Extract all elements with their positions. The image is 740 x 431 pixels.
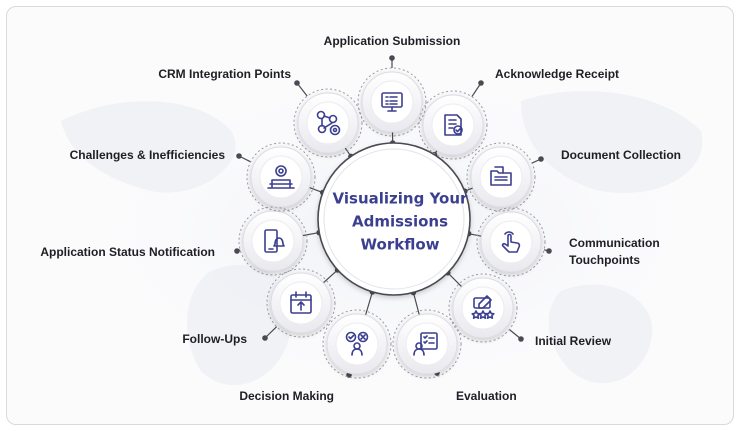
node-dashed-ring — [466, 142, 536, 212]
label-dot — [236, 153, 242, 159]
process-node — [322, 309, 392, 379]
monitor-checklist-icon — [381, 92, 403, 112]
presentation-checklist-icon — [413, 332, 438, 356]
node-label: Document Collection — [561, 148, 682, 162]
label-dot — [518, 336, 524, 342]
hub-connector — [322, 269, 339, 284]
node-label: Challenges & Inefficiencies — [69, 148, 225, 162]
node-label: Communication Touchpoints — [569, 236, 660, 267]
process-node — [266, 268, 336, 338]
node-dashed-ring — [238, 206, 308, 276]
node-dashed-ring — [357, 67, 427, 137]
node-label: Application Status Notification — [40, 245, 215, 259]
node-inner-disc — [335, 322, 379, 366]
phone-bell-icon — [264, 229, 285, 253]
document-check-icon — [444, 114, 463, 136]
touch-tap-icon — [501, 231, 521, 253]
hub-connector — [412, 292, 420, 316]
process-node — [293, 88, 363, 158]
file-folder-icon — [490, 166, 512, 186]
label-dot — [546, 248, 552, 254]
label-dot — [234, 248, 240, 254]
process-node — [476, 207, 546, 277]
node-inner-disc — [306, 101, 350, 145]
node-label: Follow-Ups — [182, 332, 247, 346]
map-shapes — [61, 91, 703, 386]
process-node — [466, 142, 536, 212]
diagram-canvas — [61, 55, 726, 401]
rating-stars-icon — [471, 295, 495, 319]
node-label: Decision Making — [239, 389, 334, 403]
calendar-upload-icon — [290, 291, 312, 314]
label-dot — [294, 80, 300, 86]
node-label: CRM Integration Points — [158, 67, 291, 81]
node-inner-disc — [405, 322, 449, 366]
node-dashed-ring — [246, 142, 316, 212]
label-dot — [389, 55, 395, 61]
process-node — [246, 142, 316, 212]
node-dashed-ring — [476, 207, 546, 277]
process-node — [357, 67, 427, 137]
node-dashed-ring — [448, 273, 518, 343]
target-stack-icon — [267, 165, 295, 189]
diagram-title: Visualizing Your Admissions Workflow — [332, 189, 468, 254]
process-node — [448, 273, 518, 343]
center-hub-inner — [323, 148, 465, 290]
hub-connector — [364, 291, 374, 316]
node-inner-disc — [259, 155, 303, 199]
node-label: Evaluation — [456, 389, 517, 403]
process-node — [392, 309, 462, 379]
node-inner-disc — [431, 103, 475, 147]
node-dashed-ring — [392, 309, 462, 379]
label-dot — [262, 335, 268, 341]
process-nodes — [238, 67, 546, 379]
decision-person-icon — [345, 331, 369, 356]
node-dashed-ring — [418, 90, 488, 160]
network-gear-icon — [316, 110, 341, 136]
hub-connector — [302, 232, 320, 237]
process-node — [238, 206, 308, 276]
node-inner-disc — [251, 219, 295, 263]
label-dot — [478, 80, 484, 86]
node-dashed-ring — [266, 268, 336, 338]
node-label: Initial Review — [535, 334, 612, 348]
node-inner-disc — [370, 80, 414, 124]
node-dashed-ring — [293, 88, 363, 158]
process-node — [418, 90, 488, 160]
node-label: Acknowledge Receipt — [495, 67, 620, 81]
hub-connector — [447, 272, 463, 288]
node-dashed-ring — [322, 309, 392, 379]
node-label: Application Submission — [323, 34, 461, 48]
label-dot — [538, 156, 544, 162]
